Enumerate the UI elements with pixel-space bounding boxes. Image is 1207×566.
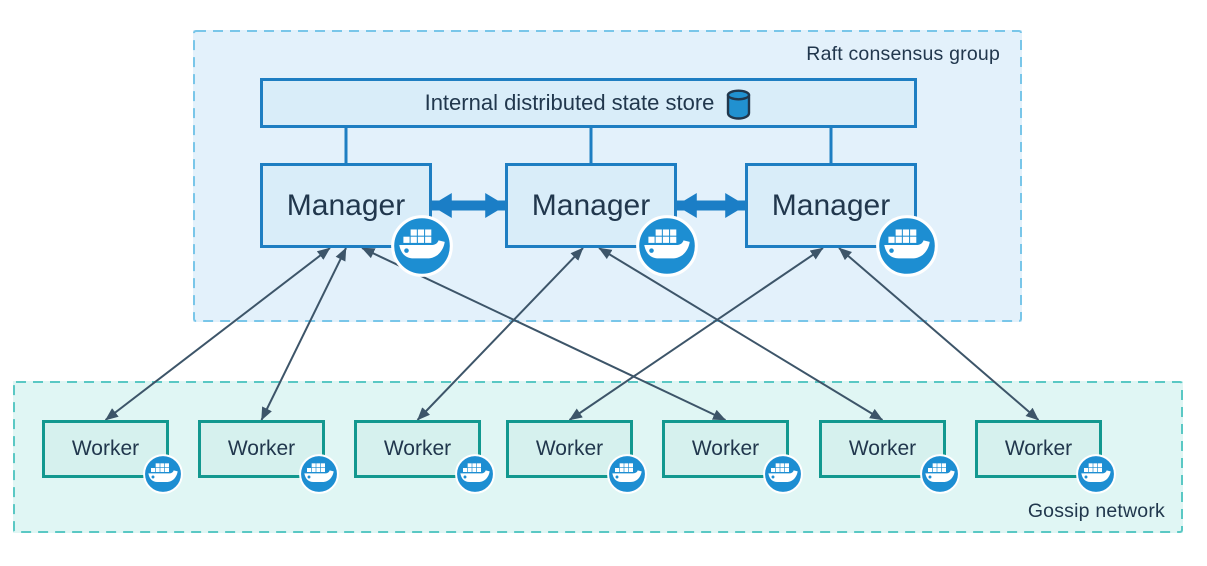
docker-whale-icon (920, 454, 960, 494)
manager-node-1: Manager (260, 163, 453, 277)
raft-group-label: Raft consensus group (806, 43, 1000, 65)
worker-node-6: Worker (819, 420, 960, 494)
worker-label: Worker (71, 437, 140, 460)
docker-whale-icon (1076, 454, 1116, 494)
manager-label: Manager (771, 188, 891, 222)
manager-node-2: Manager (505, 163, 698, 277)
docker-whale-icon (391, 215, 453, 277)
worker-node-1: Worker (42, 420, 183, 494)
worker-node-7: Worker (975, 420, 1116, 494)
docker-whale-icon (455, 454, 495, 494)
database-icon (727, 88, 751, 120)
docker-whale-icon (876, 215, 938, 277)
manager-label: Manager (531, 188, 651, 222)
state-store-label: Internal distributed state store (424, 90, 715, 115)
worker-label: Worker (848, 437, 917, 460)
worker-label: Worker (691, 437, 760, 460)
manager-node-3: Manager (745, 163, 938, 277)
docker-whale-icon (299, 454, 339, 494)
worker-node-4: Worker (506, 420, 647, 494)
docker-whale-icon (607, 454, 647, 494)
docker-whale-icon (143, 454, 183, 494)
worker-node-5: Worker (662, 420, 803, 494)
state-store-box: Internal distributed state store (260, 78, 917, 128)
manager-label: Manager (286, 188, 406, 222)
worker-node-3: Worker (354, 420, 495, 494)
worker-label: Worker (227, 437, 296, 460)
docker-whale-icon (636, 215, 698, 277)
worker-label: Worker (535, 437, 604, 460)
worker-node-2: Worker (198, 420, 339, 494)
gossip-group-label: Gossip network (1027, 500, 1165, 522)
docker-whale-icon (763, 454, 803, 494)
worker-label: Worker (383, 437, 452, 460)
worker-label: Worker (1004, 437, 1073, 460)
